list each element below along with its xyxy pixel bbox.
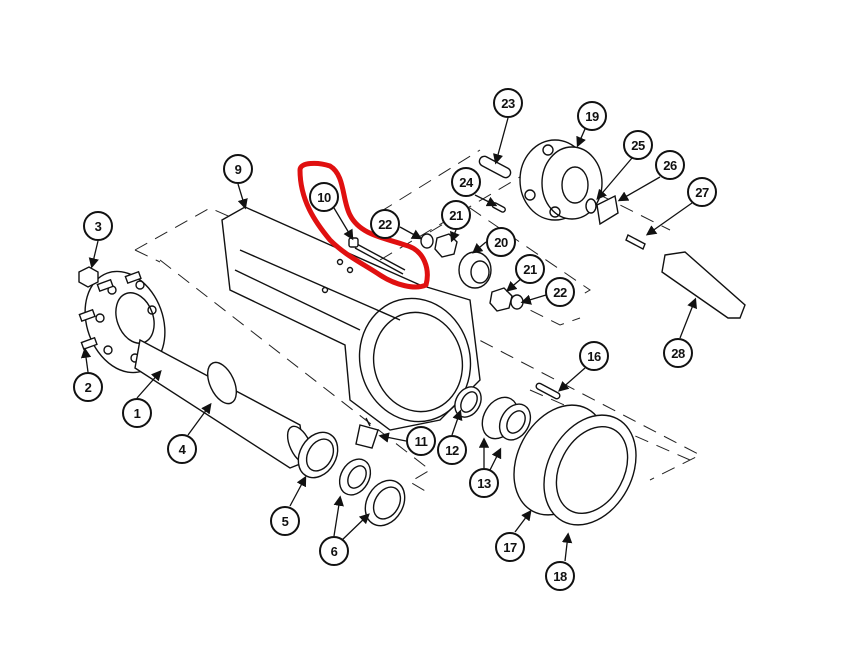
callout-part-12: 12 <box>437 435 467 465</box>
callout-part-21b: 21 <box>515 254 545 284</box>
callout-part-26: 26 <box>655 150 685 180</box>
callout-part-19: 19 <box>577 101 607 131</box>
callout-part-4: 4 <box>167 434 197 464</box>
callout-part-20: 20 <box>486 227 516 257</box>
callout-part-11: 11 <box>406 426 436 456</box>
callout-part-16: 16 <box>579 341 609 371</box>
bolt-part-10 <box>348 237 406 275</box>
assembly-guide-lines <box>134 149 702 496</box>
fitting-part-11 <box>355 417 379 449</box>
axle-housing-part <box>221 206 481 431</box>
callout-part-24: 24 <box>451 167 481 197</box>
callout-part-13: 13 <box>469 468 499 498</box>
callout-part-28: 28 <box>663 338 693 368</box>
callout-part-2: 2 <box>73 372 103 402</box>
callout-part-10: 10 <box>309 182 339 212</box>
callout-part-23: 23 <box>493 88 523 118</box>
callout-part-18: 18 <box>545 561 575 591</box>
callout-part-17: 17 <box>495 532 525 562</box>
callout-part-27: 27 <box>687 177 717 207</box>
callout-part-22a: 22 <box>370 209 400 239</box>
callout-part-5: 5 <box>270 506 300 536</box>
leader-arrows <box>80 117 697 562</box>
highlight-outline <box>297 160 430 290</box>
callout-part-22b: 22 <box>545 277 575 307</box>
ring-gear-parts <box>513 382 637 526</box>
axle-shaft-part <box>134 338 314 469</box>
callout-part-1: 1 <box>122 398 152 428</box>
callout-part-25: 25 <box>623 130 653 160</box>
callout-part-6: 6 <box>319 536 349 566</box>
seal-bearing-parts <box>454 386 532 441</box>
callout-part-3: 3 <box>83 211 113 241</box>
callout-part-9: 9 <box>223 154 253 184</box>
output-shaft-part <box>661 251 746 319</box>
callout-part-21a: 21 <box>441 200 471 230</box>
bearing-races-parts <box>297 431 406 527</box>
